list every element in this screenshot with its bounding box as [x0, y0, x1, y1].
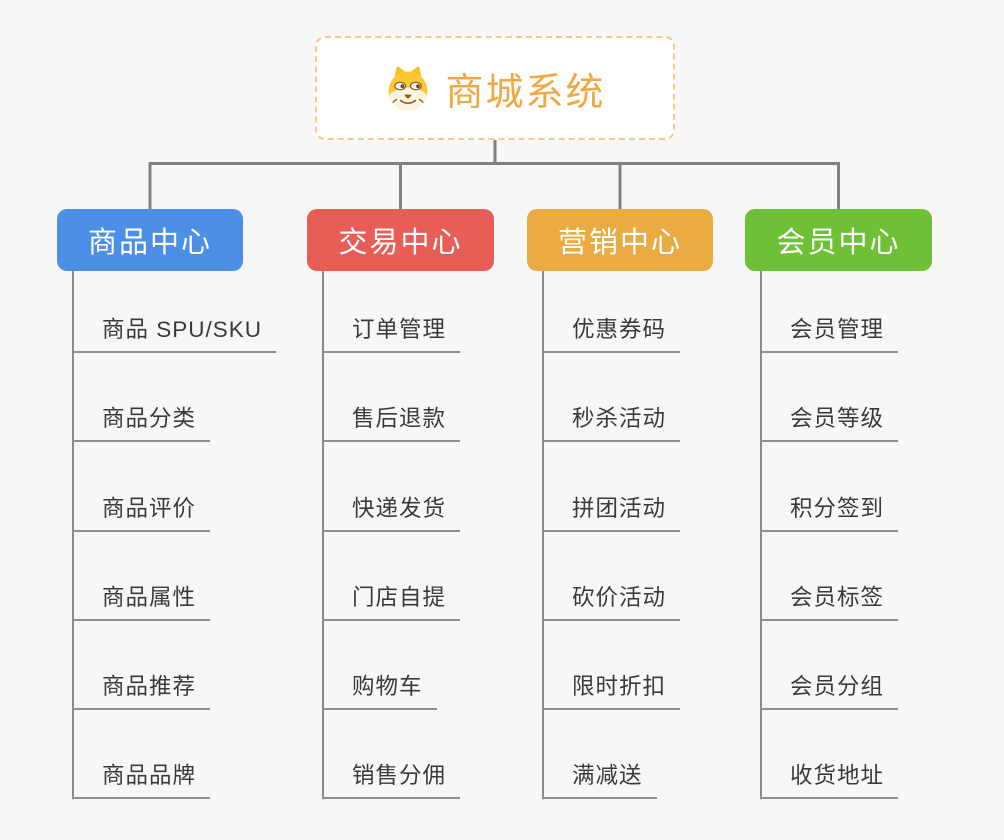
child-node[interactable]: 商品 SPU/SKU — [72, 312, 277, 354]
child-node[interactable]: 会员分组 — [760, 669, 899, 710]
branch-header-4[interactable]: 会员中心 — [745, 209, 932, 271]
child-node[interactable]: 优惠券码 — [542, 312, 681, 354]
child-node[interactable]: 快递发货 — [322, 491, 461, 532]
child-node[interactable]: 商品推荐 — [72, 669, 211, 710]
child-node[interactable]: 售后退款 — [322, 401, 461, 443]
branch-header-3[interactable]: 营销中心 — [527, 209, 713, 271]
root-title: 商城系统 — [445, 71, 606, 114]
branch-children-4: 会员管理 会员等级 积分签到 会员标签 会员分组 收货地址 — [760, 264, 899, 800]
child-node[interactable]: 订单管理 — [322, 312, 461, 354]
child-node[interactable]: 积分签到 — [760, 491, 899, 532]
child-node[interactable]: 会员管理 — [760, 312, 899, 354]
branch-children-3: 优惠券码 秒杀活动 拼团活动 砍价活动 限时折扣 满减送 — [542, 264, 681, 800]
child-node[interactable]: 秒杀活动 — [542, 401, 681, 443]
child-node[interactable]: 商品评价 — [72, 491, 211, 532]
child-node[interactable]: 限时折扣 — [542, 669, 681, 710]
branch-header-1[interactable]: 商品中心 — [57, 209, 243, 271]
branch-label: 营销中心 — [557, 227, 682, 259]
child-node[interactable]: 拼团活动 — [542, 491, 681, 532]
branch-children-2: 订单管理 售后退款 快递发货 门店自提 购物车 销售分佣 — [322, 264, 461, 800]
doge-face-icon — [384, 64, 432, 112]
branch-label: 会员中心 — [776, 227, 901, 259]
child-node[interactable]: 砍价活动 — [542, 580, 681, 621]
child-node[interactable]: 门店自提 — [322, 580, 461, 621]
root-node[interactable]: 商城系统 — [315, 36, 675, 140]
branch-label: 商品中心 — [87, 227, 212, 259]
branch-children-1: 商品 SPU/SKU 商品分类 商品评价 商品属性 商品推荐 商品品牌 — [72, 264, 277, 800]
child-node[interactable]: 会员标签 — [760, 580, 899, 621]
child-node[interactable]: 商品品牌 — [72, 758, 211, 800]
branch-header-2[interactable]: 交易中心 — [307, 209, 494, 271]
child-node[interactable]: 会员等级 — [760, 401, 899, 443]
child-node[interactable]: 收货地址 — [760, 758, 899, 800]
child-node[interactable]: 购物车 — [322, 669, 437, 710]
branch-label: 交易中心 — [338, 227, 463, 259]
child-node[interactable]: 商品分类 — [72, 401, 211, 443]
child-node[interactable]: 商品属性 — [72, 580, 211, 621]
child-node[interactable]: 销售分佣 — [322, 758, 461, 800]
child-node[interactable]: 满减送 — [542, 758, 657, 800]
